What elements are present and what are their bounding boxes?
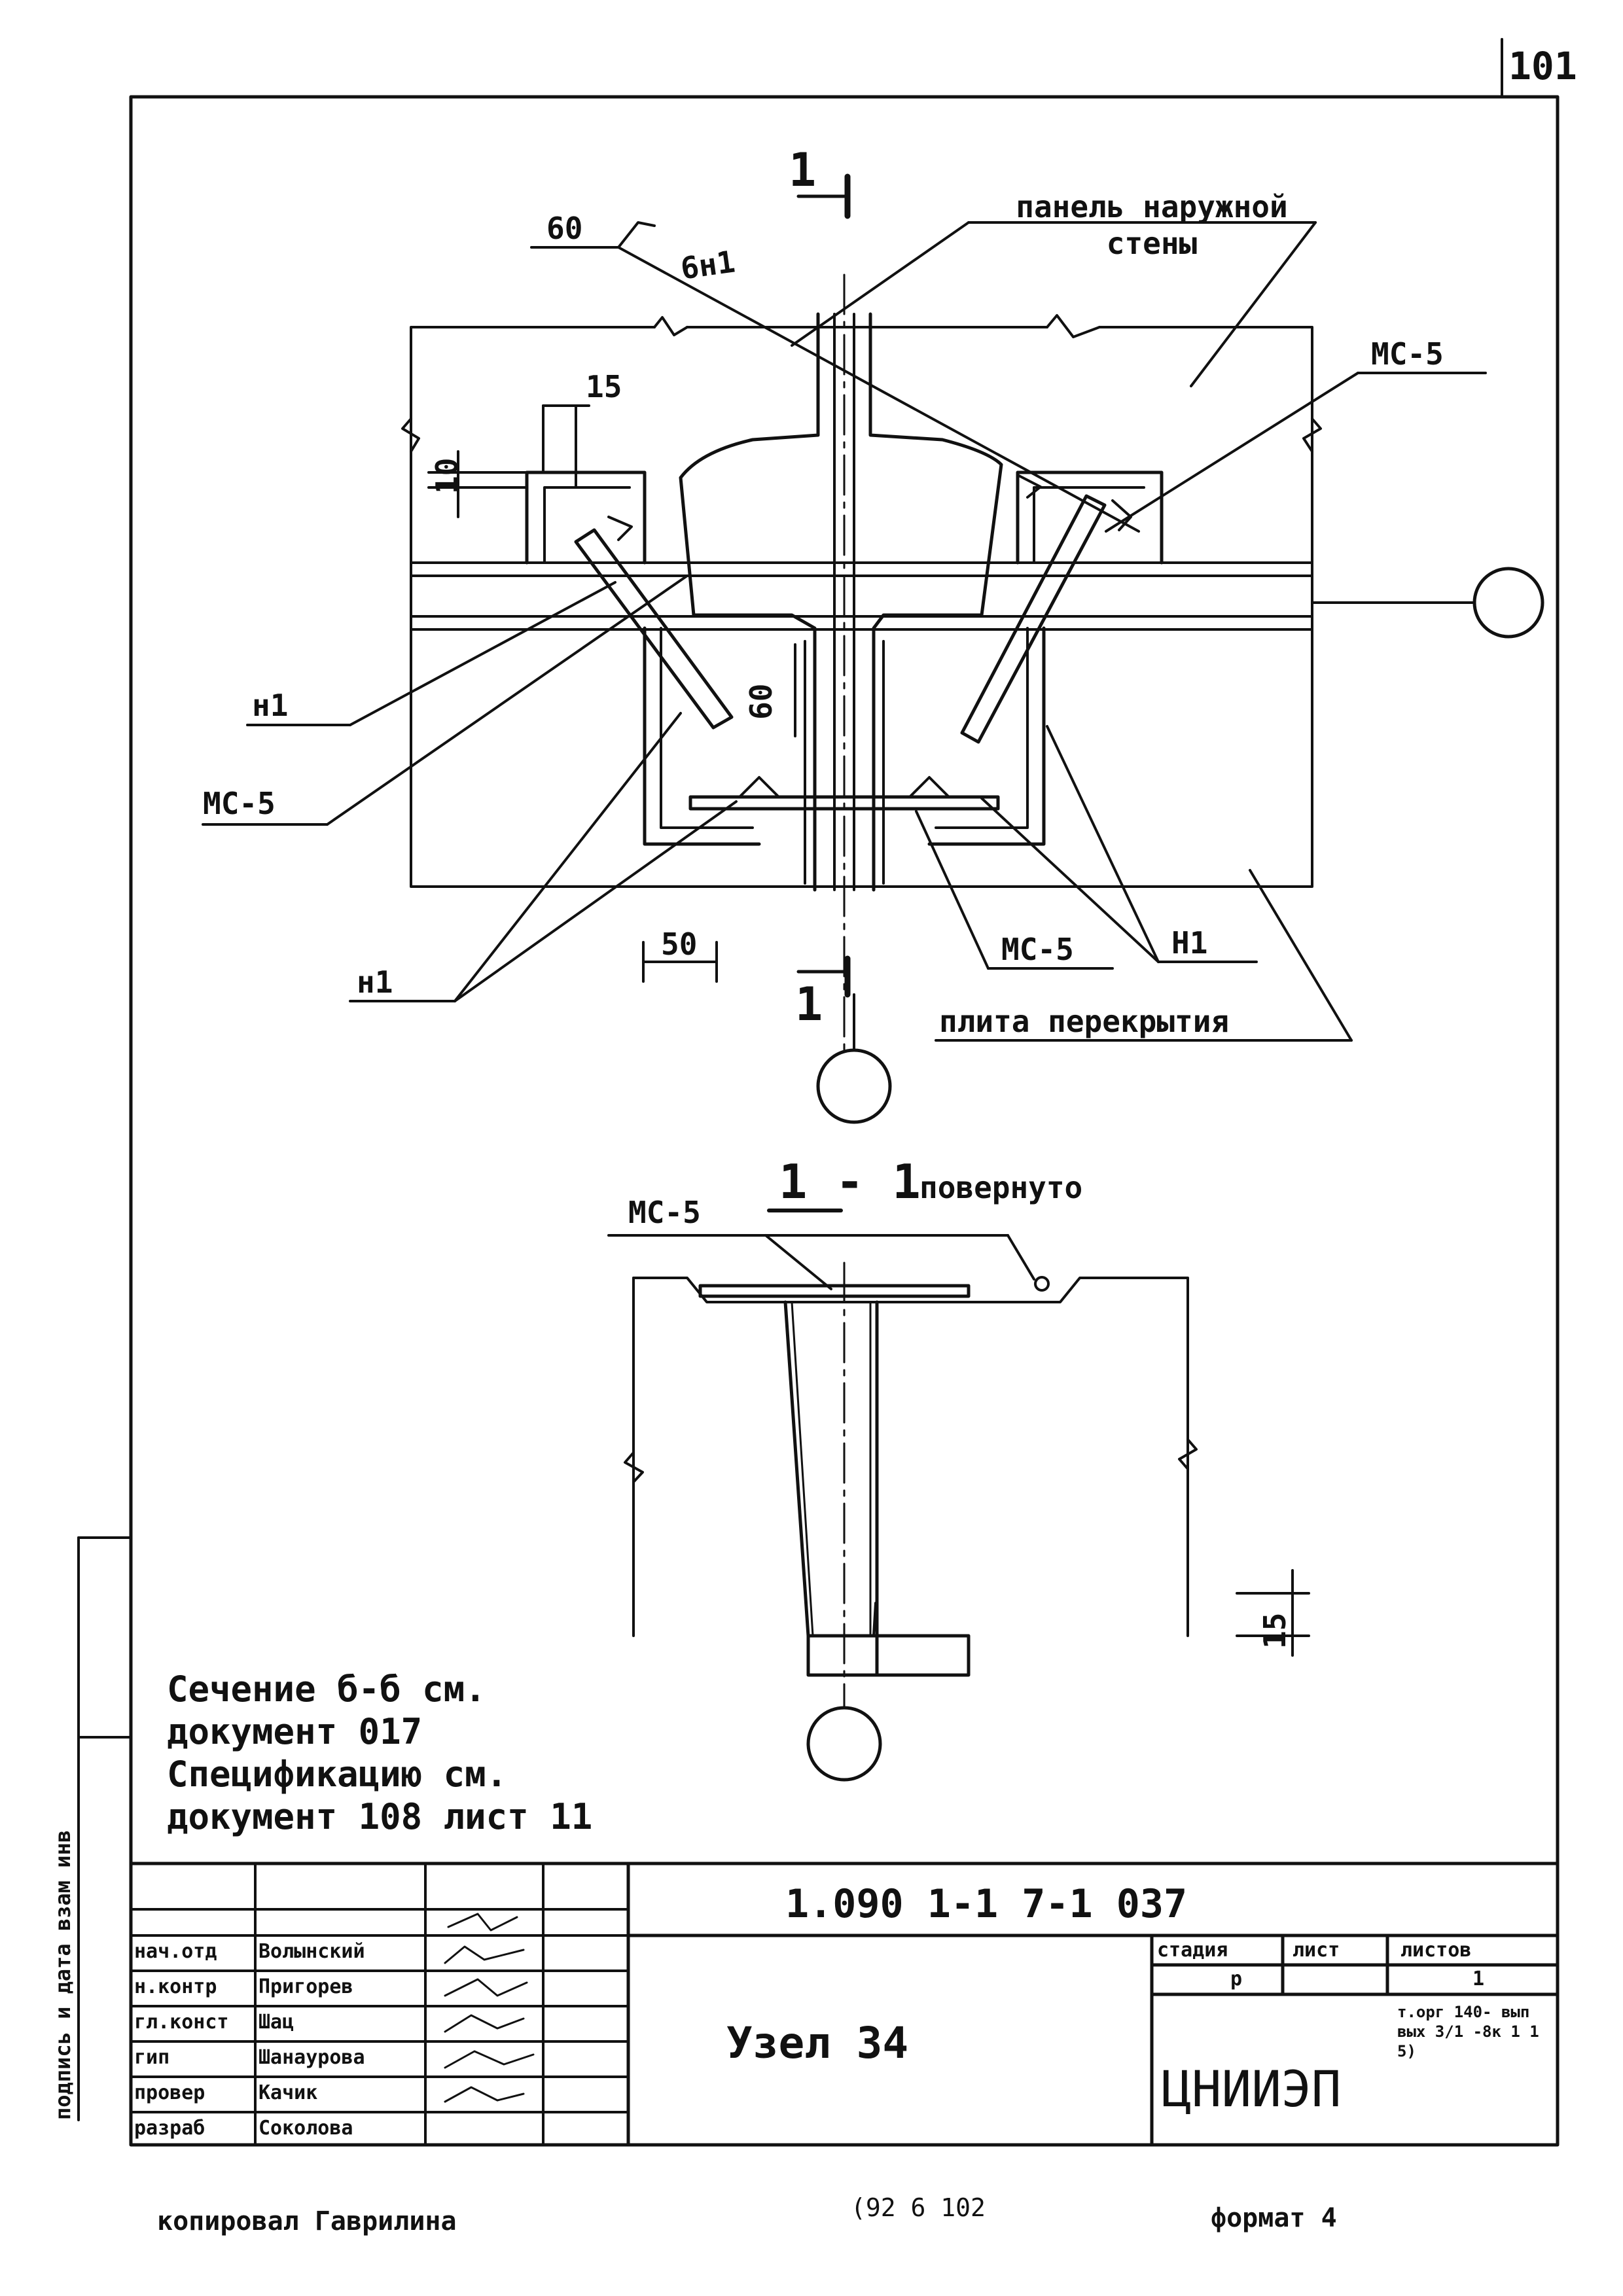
stage-value: р	[1230, 1968, 1243, 1990]
sheet-header: лист	[1293, 1939, 1340, 1962]
label-15: 15	[586, 369, 622, 404]
label-50: 50	[661, 927, 698, 962]
org-note: т.орг 140- вып вых 3/1 -8к 1 1 5)	[1397, 2003, 1539, 2060]
section-mark-bottom: 1	[795, 978, 823, 1031]
name-cell: Шанаурова	[259, 2046, 365, 2069]
name-cell: Шац	[259, 2011, 294, 2034]
label-60-mid: 60	[743, 683, 779, 720]
section-title: 1 - 1	[779, 1154, 921, 1209]
signatures	[444, 1913, 535, 2103]
role-cell: разраб	[134, 2117, 205, 2140]
note-line: Спецификацию см.	[167, 1754, 508, 1795]
copied-by: копировал Гаврилина	[157, 2206, 457, 2236]
label-mc5-right: МС-5	[1371, 336, 1444, 372]
inclined-bar-right	[960, 494, 1107, 744]
label-n1-c: Н1	[1171, 925, 1208, 961]
section-outline	[632, 1277, 1189, 1637]
inclined-bar-left	[574, 528, 734, 730]
name-cell: Пригорев	[259, 1975, 353, 1998]
page-number: 101	[1508, 44, 1577, 88]
label-10: 10	[429, 457, 465, 494]
section-view	[607, 1209, 1310, 1782]
label-mc5-bottom: МС-5	[1001, 932, 1074, 967]
leader-lines	[202, 221, 1487, 1042]
right-pocket	[1016, 470, 1164, 565]
label-wall-panel: панель наружной стены	[1016, 189, 1288, 261]
sheets-value: 1	[1472, 1968, 1485, 1990]
name-cell: Соколова	[259, 2117, 353, 2140]
section-label-15: 15	[1257, 1612, 1293, 1649]
left-pocket	[525, 470, 647, 565]
sheets-header: листов	[1400, 1939, 1472, 1962]
section-label-mc5: МС-5	[628, 1195, 701, 1230]
note-line: документ 017	[167, 1711, 423, 1752]
role-cell: гл.конст	[134, 2011, 229, 2034]
drawing-title: Узел 34	[726, 2018, 909, 2068]
column-head	[679, 312, 1003, 892]
stage-header: стадия	[1157, 1939, 1228, 1962]
section-rotated-note: повернуто	[919, 1170, 1083, 1205]
bottom-numbers: (92 6 102	[851, 2193, 986, 2222]
note-line: документ 108 лист 11	[167, 1796, 593, 1837]
name-cell: Качик	[259, 2081, 318, 2104]
note-line: Сечение б-б см.	[167, 1669, 486, 1710]
role-cell: нач.отд	[134, 1940, 217, 1963]
lower-cup	[643, 626, 1046, 846]
node-circle-plan	[816, 1048, 892, 1124]
label-60-top: 60	[546, 211, 583, 246]
section-mark-top: 1	[789, 143, 817, 197]
side-stamp-text: подпись и дата взам инв	[50, 1829, 75, 2120]
section-column	[783, 1300, 971, 1677]
title-block	[129, 1862, 1560, 2147]
side-stamp-strip	[77, 1536, 132, 2121]
organization: ЦНИИЭП	[1162, 2060, 1342, 2118]
label-slab: плита перекрытия	[939, 1004, 1230, 1039]
wall-panel-outline	[410, 326, 1313, 888]
label-6n1: 6н1	[678, 243, 738, 287]
plan-view	[202, 173, 1544, 1124]
node-circle-right	[1472, 567, 1544, 639]
role-cell: провер	[134, 2081, 205, 2104]
label-n1-a: н1	[252, 688, 289, 723]
name-cell: Волынский	[259, 1940, 365, 1963]
role-cell: н.контр	[134, 1975, 217, 1998]
section-plate	[698, 1284, 971, 1298]
node-circle-section	[806, 1706, 882, 1782]
doc-code: 1.090 1-1 7-1 037	[785, 1881, 1188, 1927]
format-label: формат 4	[1211, 2203, 1337, 2233]
label-n1-b: н1	[357, 964, 393, 1000]
label-mc5-left: МС-5	[203, 786, 276, 821]
role-cell: гип	[134, 2046, 170, 2069]
